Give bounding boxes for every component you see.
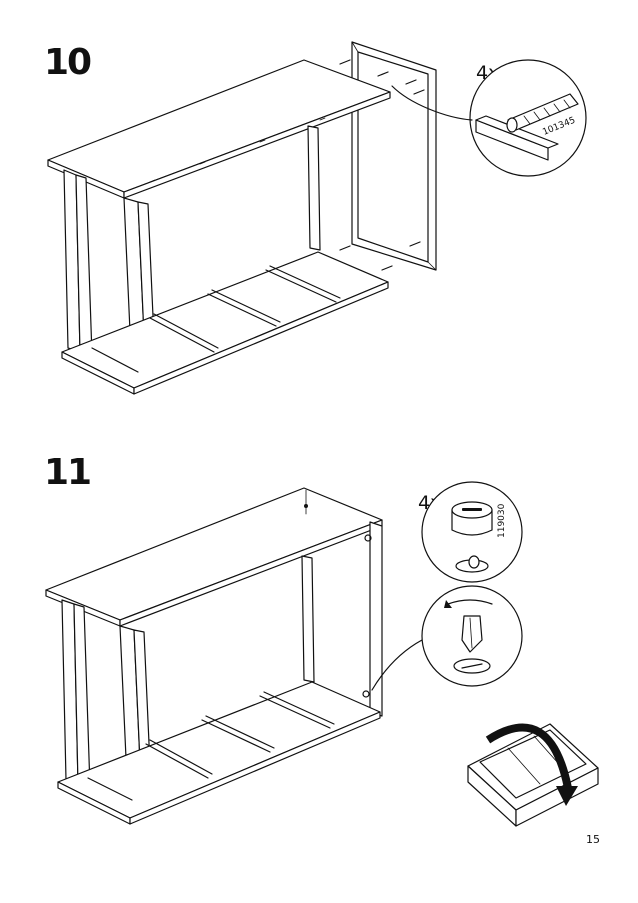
cam-lock-callout: 119030 <box>421 481 523 583</box>
step-number: 11 <box>44 452 92 493</box>
screwdriver-callout <box>371 585 523 691</box>
rotate-arrow-icon <box>485 723 572 789</box>
bottom-panel <box>57 681 381 825</box>
tilt-cabinet-illustration <box>467 723 599 827</box>
dowel-callout: 101345 <box>391 59 587 177</box>
top-panel <box>47 59 391 199</box>
page-number: 15 <box>586 833 600 846</box>
part-number: 119030 <box>497 503 507 538</box>
back-panel <box>362 521 383 717</box>
cam-lock-icon <box>451 501 493 573</box>
top-panel <box>45 487 383 627</box>
step-number: 10 <box>44 42 92 83</box>
dowel-icon <box>506 93 579 133</box>
bottom-panel <box>61 251 389 395</box>
screwdriver-icon <box>461 615 483 653</box>
